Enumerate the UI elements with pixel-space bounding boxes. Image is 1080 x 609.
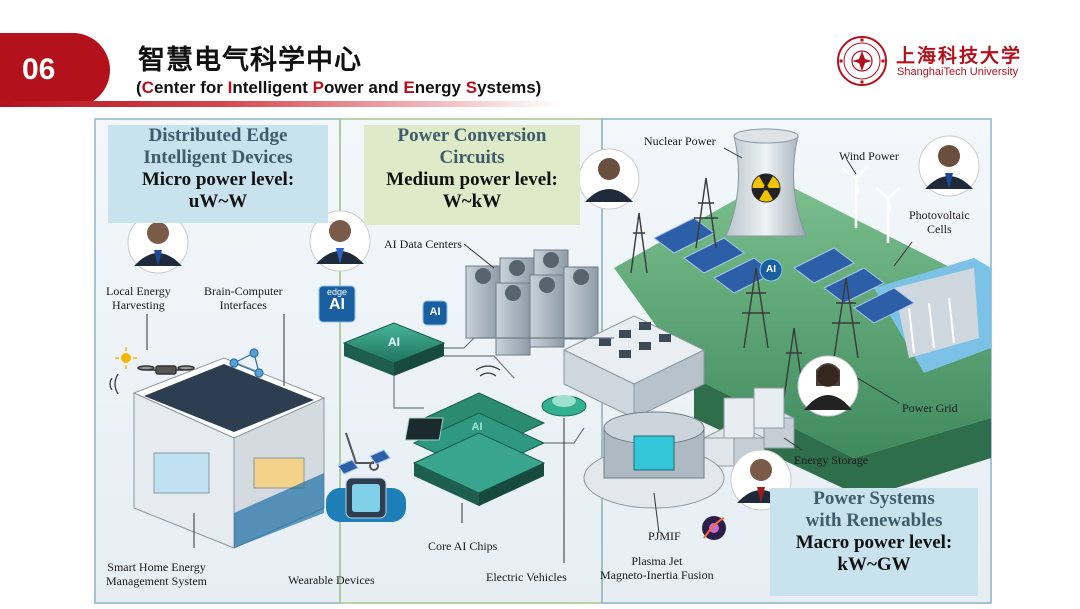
systems-panel-level-line: Macro power level: (795, 531, 953, 553)
dam-spillways (908, 297, 955, 354)
slide-title-english: (Center for Intelligent Power and Energy… (136, 78, 541, 98)
header-underline (0, 101, 560, 107)
edge-devices-panel: Distributed Edge Intelligent Devices Mic… (108, 125, 328, 223)
title-en-initial: S (465, 78, 478, 97)
battery-racks (723, 387, 785, 439)
core-chip-text: AI (471, 421, 483, 433)
electric-vehicle (541, 395, 587, 417)
roof-vents (599, 322, 671, 358)
systems-panel-level-value: kW~GW (837, 553, 911, 575)
ai-node-badge-right-text: AI (766, 264, 776, 275)
network-nodes-icon (229, 348, 264, 378)
label-photovoltaic-cells: Photovoltaic Cells (909, 208, 970, 237)
label-energy-storage: Energy Storage (794, 453, 869, 467)
label-plasma-jet-fusion: Plasma Jet Magneto-Inertia Fusion (600, 554, 714, 583)
sun-icon (115, 347, 137, 369)
power-systems-panel: Power Systems with Renewables Macro powe… (770, 488, 978, 596)
edge-ai-badge-large: AI (329, 296, 345, 313)
plasma-burst-icon (702, 516, 726, 540)
conversion-building-front (633, 349, 705, 419)
systems-panel-title-line: Power Systems (813, 488, 935, 509)
label-local-energy-harvesting: Local Energy Harvesting (106, 284, 171, 313)
ai-node-badge-left-text: AI (429, 306, 441, 318)
title-en-initial: P (312, 78, 324, 97)
portrait-systems-2 (797, 355, 859, 417)
title-en-part: ( (136, 78, 142, 97)
systems-panel-title-line: with Renewables (805, 509, 943, 531)
label-electric-vehicles: Electric Vehicles (486, 570, 567, 584)
edge-ai-badge-small: edge (326, 287, 348, 297)
portrait-edge-1 (127, 212, 189, 274)
label-line: Photovoltaic (909, 208, 970, 222)
drone-icon (137, 365, 195, 375)
section-number-badge: 06 (0, 33, 110, 107)
label-smart-home-energy-management: Smart Home Energy Management System (106, 560, 207, 589)
label-pjmif: PJMIF (648, 529, 681, 543)
illustration-scene (94, 118, 992, 604)
energy-systems-illustration: Distributed Edge Intelligent Devices Mic… (94, 118, 992, 604)
label-wearable-devices: Wearable Devices (288, 573, 375, 587)
edge-ai-badge (318, 285, 356, 323)
power-conversion-panel: Power Conversion Circuits Medium power l… (364, 125, 580, 225)
smartwatch-icon (326, 477, 406, 522)
edge-ai-badge-text: edge AI (319, 288, 355, 313)
title-en-part: enter for (153, 78, 228, 97)
label-ai-data-centers: AI Data Centers (384, 237, 462, 251)
university-name-english: ShanghaiTech University (897, 66, 1019, 78)
title-en-initial: C (141, 78, 154, 97)
label-power-grid: Power Grid (902, 401, 958, 415)
label-core-ai-chips: Core AI Chips (428, 539, 498, 553)
wireless-sensor-icons (337, 449, 391, 475)
label-line: Local Energy (106, 284, 171, 298)
title-en-part: ower and (324, 78, 404, 97)
ai-chip-text: AI (388, 335, 400, 349)
conversion-panel-level-value: W~kW (442, 190, 502, 212)
title-en-part: nergy (414, 78, 466, 97)
slide-title-chinese: 智慧电气科学中心 (138, 45, 362, 76)
title-en-initial: I (227, 78, 233, 97)
portrait-systems-1 (918, 135, 980, 197)
label-line: Interfaces (219, 298, 267, 313)
portrait-conversion (578, 148, 640, 210)
edge-panel-level-line: Micro power level: (141, 168, 295, 190)
ai-node-badge-left (422, 300, 448, 326)
label-line: Smart Home Energy (107, 560, 206, 574)
label-wind-power: Wind Power (839, 149, 899, 163)
edge-panel-title-line: Intelligent Devices (143, 146, 293, 168)
label-leader-lines (146, 147, 913, 563)
label-nuclear-power: Nuclear Power (644, 134, 716, 148)
label-line: Harvesting (112, 298, 165, 313)
portrait-edge-2 (309, 210, 371, 272)
label-line: Cells (927, 222, 952, 237)
title-en-initial: E (403, 78, 415, 97)
hydro-dam (894, 268, 979, 358)
label-line: Plasma Jet (631, 554, 683, 568)
conversion-panel-title-line: Power Conversion (397, 125, 547, 146)
title-en-part: ntelligent (232, 78, 313, 97)
university-name-chinese: 上海科技大学 (896, 45, 1023, 67)
edge-panel-level-value: uW~W (188, 190, 248, 212)
title-en-part: ystems) (477, 78, 542, 97)
wifi-signal-icons (109, 365, 501, 395)
tower-rim (733, 128, 799, 144)
label-line: Magneto-Inertia Fusion (600, 568, 714, 583)
core-ai-chip-stack (404, 392, 546, 506)
wind-turbines (841, 165, 901, 243)
label-brain-computer-interfaces: Brain-Computer Interfaces (204, 284, 283, 313)
fusion-reactor (583, 411, 725, 509)
ai-node-badge-right (759, 258, 783, 282)
transmission-towers (630, 177, 860, 399)
edge-panel-title-line: Distributed Edge (148, 125, 288, 146)
circuit-traces (393, 337, 614, 444)
slide-header: 06 智慧电气科学中心 (Center for Intelligent Powe… (0, 0, 1080, 118)
smart-home (132, 357, 326, 549)
label-line: Management System (106, 574, 207, 589)
university-seal-icon (837, 36, 887, 86)
server-racks (465, 249, 599, 356)
label-line: Brain-Computer (204, 284, 283, 298)
conversion-panel-level-line: Medium power level: (386, 168, 558, 190)
conversion-panel-title-line: Circuits (439, 146, 505, 168)
terrain-edge (694, 378, 991, 498)
